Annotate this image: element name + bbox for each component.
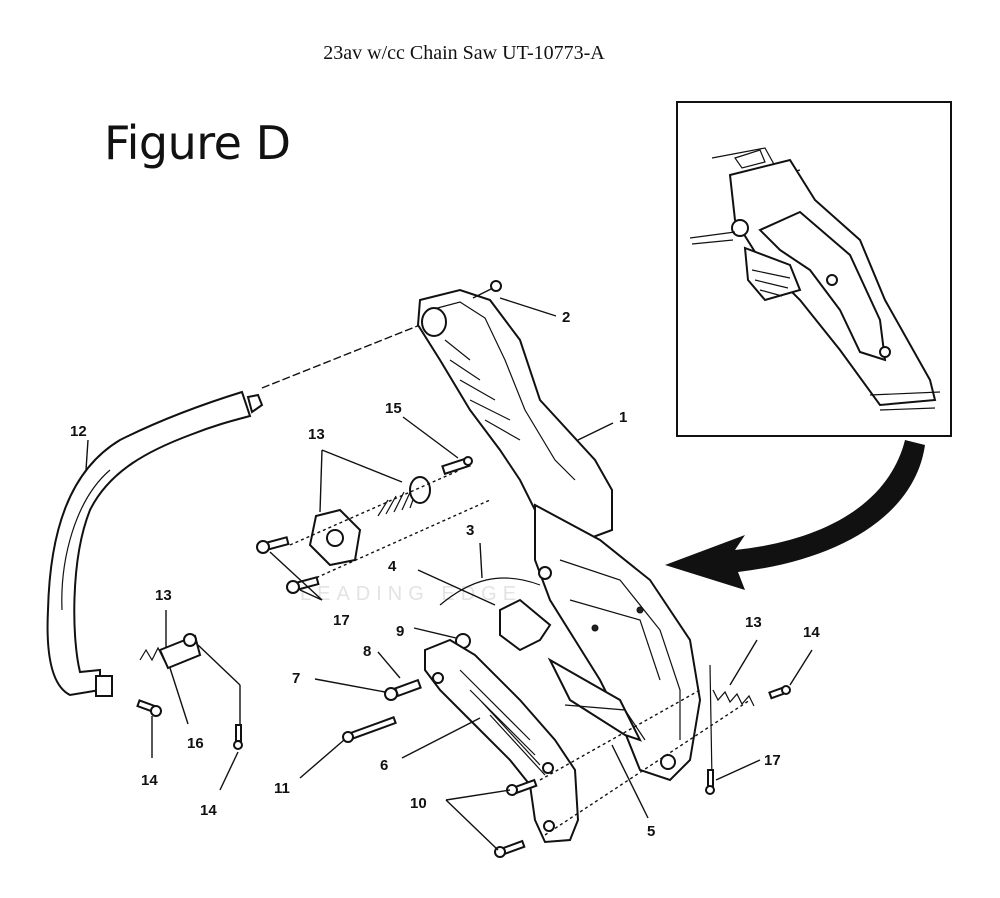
- callout-5: 5: [647, 823, 655, 840]
- callout-14-right: 14: [803, 624, 820, 641]
- callout-3: 3: [466, 522, 474, 539]
- callout-1: 1: [619, 409, 627, 426]
- spring-13-center: [308, 476, 431, 567]
- handle-cover: [424, 638, 580, 844]
- screw-17-center: [256, 536, 320, 594]
- page-title: 23av w/cc Chain Saw UT-10773-A: [323, 42, 605, 64]
- callout-14-left-b: 14: [200, 802, 217, 819]
- callout-2: 2: [562, 309, 570, 326]
- callout-11: 11: [274, 780, 290, 797]
- screw-14-left: [136, 699, 243, 750]
- screw-2: [472, 280, 502, 299]
- callout-13-right: 13: [745, 614, 762, 631]
- screw-7: [384, 687, 398, 701]
- callout-16: 16: [187, 735, 204, 752]
- throttle-wire: [439, 577, 541, 606]
- spring-13-right: [709, 664, 755, 781]
- figure-title: Figure D: [104, 116, 291, 170]
- callout-10: 10: [410, 795, 427, 812]
- inset-detail-view: [676, 101, 952, 437]
- callout-13-center: 13: [308, 426, 325, 443]
- callout-arrow: [665, 440, 925, 590]
- callout-13-left: 13: [155, 587, 172, 604]
- callout-17-right: 17: [764, 752, 781, 769]
- watermark: LEADING EDGE: [300, 583, 522, 605]
- leader-lines: [85, 297, 813, 851]
- screw-14-right: [768, 685, 791, 700]
- rear-handle-housing: [416, 288, 702, 782]
- screw-8: [394, 678, 422, 698]
- callout-7: 7: [292, 670, 300, 687]
- callout-4: 4: [388, 558, 397, 575]
- screw-10: [494, 778, 538, 858]
- throttle-lever: [547, 657, 642, 742]
- callout-6: 6: [380, 757, 388, 774]
- callout-12: 12: [70, 423, 87, 440]
- screw-15: [441, 456, 473, 476]
- screw-11: [342, 716, 397, 743]
- callout-8: 8: [363, 643, 371, 660]
- front-handle-bar: [46, 390, 264, 697]
- callout-15: 15: [385, 400, 402, 417]
- throttle-trigger: [499, 598, 552, 652]
- callout-9: 9: [396, 623, 404, 640]
- clamp-13-16-left: [139, 633, 202, 670]
- callout-17-center: 17: [333, 612, 350, 629]
- screw-17-right: [705, 769, 715, 795]
- callout-14-left-a: 14: [141, 772, 158, 789]
